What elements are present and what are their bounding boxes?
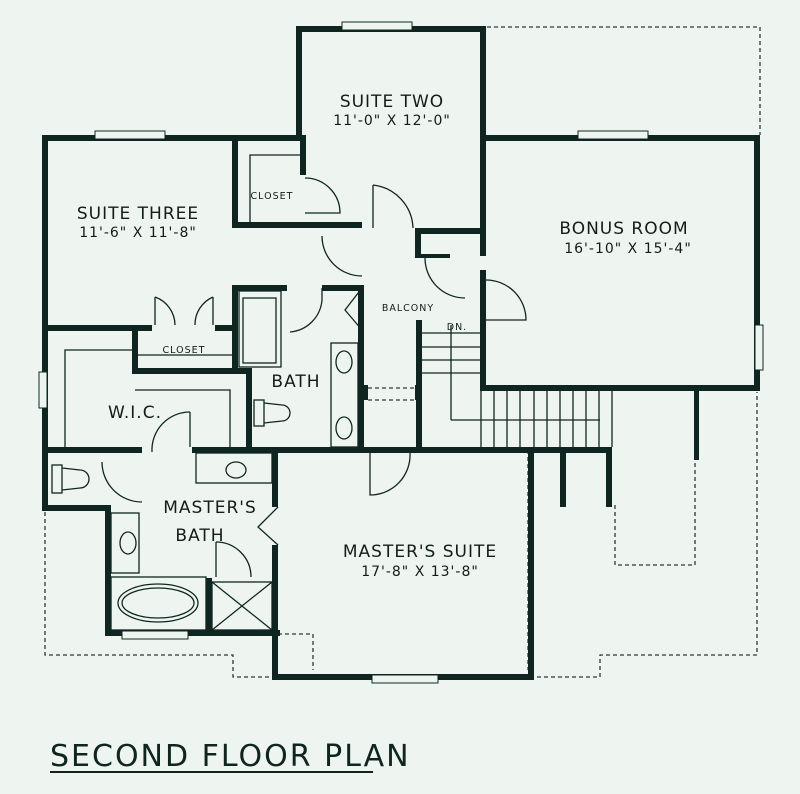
fixtures	[51, 154, 613, 631]
label-stairs-down: DN.	[447, 322, 467, 333]
room-size-suite-two: 11'-0" X 12'-0"	[333, 113, 451, 129]
label-masters-bath-line1: MASTER'S	[163, 498, 257, 518]
label-bath: BATH	[271, 372, 320, 392]
windows	[38, 21, 764, 684]
room-name-masters-suite: MASTER'S SUITE	[343, 542, 497, 562]
room-size-masters-suite: 17'-8" X 13'-8"	[361, 564, 479, 580]
staircase	[422, 325, 613, 447]
room-name-suite-two: SUITE TWO	[340, 92, 444, 112]
room-size-suite-three: 11'-6" X 11'-8"	[79, 225, 197, 241]
label-balcony: BALCONY	[382, 303, 434, 314]
room-labels: SUITE TWO 11'-0" X 12'-0" SUITE THREE 11…	[77, 92, 692, 580]
label-closet-upper: CLOSET	[251, 191, 294, 202]
label-wic: W.I.C.	[108, 403, 162, 423]
doors	[101, 177, 527, 578]
label-closet-lower: CLOSET	[163, 345, 206, 356]
label-masters-bath-line2: BATH	[175, 526, 224, 546]
room-name-suite-three: SUITE THREE	[77, 204, 199, 224]
plan-title-group: SECOND FLOOR PLAN	[50, 739, 411, 774]
room-name-bonus-room: BONUS ROOM	[559, 219, 688, 239]
plan-title: SECOND FLOOR PLAN	[50, 739, 411, 774]
room-size-bonus-room: 16'-10" X 15'-4"	[564, 241, 692, 257]
